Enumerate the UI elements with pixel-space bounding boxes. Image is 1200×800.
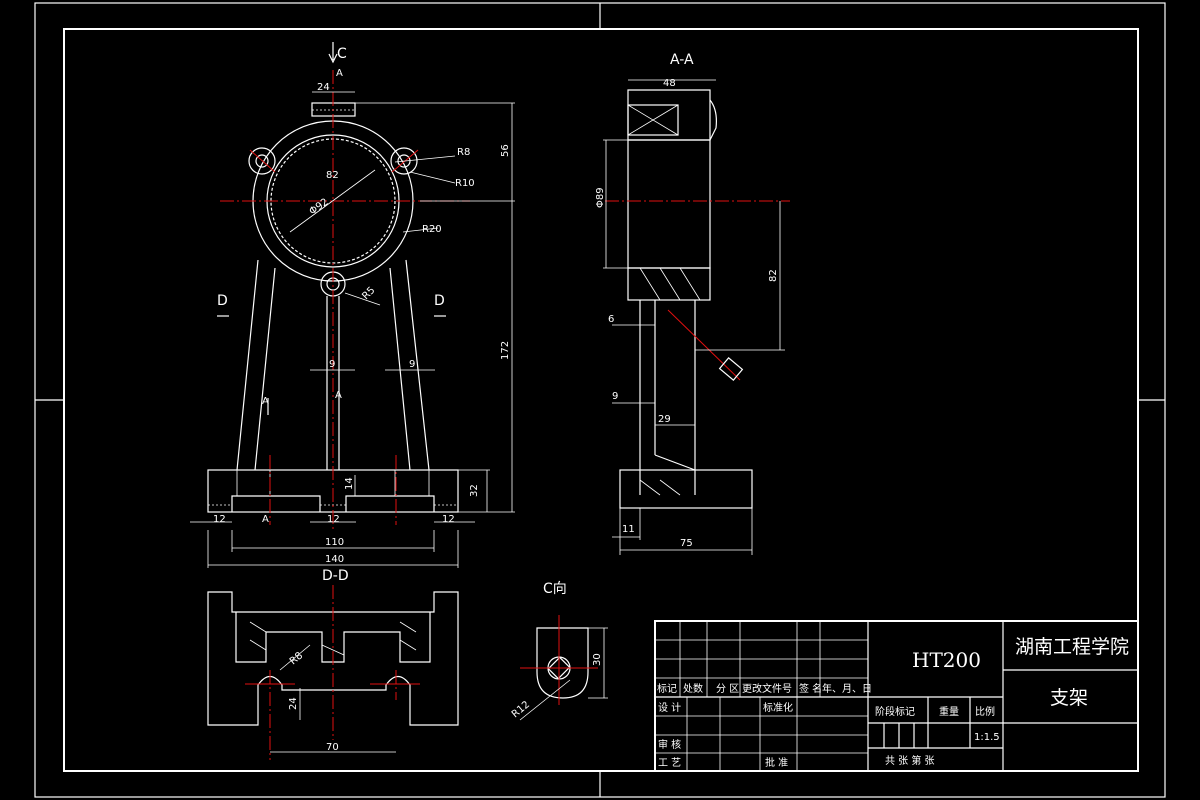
view-c-labels: C向 30 R12 <box>510 581 603 720</box>
tb-process: 工 艺 <box>658 757 681 769</box>
dim-dd-r8: R8 <box>288 650 305 667</box>
tb-row-label-5: 年、月、日 <box>822 682 872 695</box>
dim-rib-9-left: 9 <box>329 359 335 370</box>
section-a-top-label: A <box>336 68 343 79</box>
dim-height-56: 56 <box>500 144 511 157</box>
tb-stage-mark: 阶段标记 <box>875 705 915 718</box>
material-label: HT200 <box>912 648 981 672</box>
section-a-mid-label: A <box>335 390 342 401</box>
dim-r10: R10 <box>455 178 475 189</box>
view-c <box>519 615 608 721</box>
dim-aa-48: 48 <box>663 78 676 89</box>
dim-c-r12: R12 <box>510 699 532 720</box>
view-c-arrow-label: C <box>337 46 347 62</box>
title-block <box>654 620 1139 772</box>
school-name: 湖南工程学院 <box>1015 636 1129 658</box>
section-d-left-label: D <box>217 293 228 309</box>
section-aa-labels: A-A 48 Φ89 82 6 9 29 11 75 <box>595 52 779 549</box>
tb-scale-label: 比例 <box>975 705 995 718</box>
tb-weight: 重量 <box>939 705 959 718</box>
dim-r20: R20 <box>422 224 442 235</box>
dim-bore-phi92: Φ92 <box>307 197 330 218</box>
section-a-left-label: A <box>262 396 269 407</box>
section-dd-view <box>207 585 459 760</box>
dim-foot-12-left: 12 <box>213 514 226 525</box>
section-a-bottom-label: A <box>262 514 269 525</box>
front-view-labels: C A A A A D D 24 82 Φ92 R8 R10 R20 R5 56… <box>213 46 511 565</box>
drawing-frame <box>34 2 1166 798</box>
part-name: 支架 <box>1050 687 1088 709</box>
view-aa-title: A-A <box>670 52 694 68</box>
tb-approve: 批 准 <box>765 756 788 769</box>
section-d-right-label: D <box>434 293 445 309</box>
dim-slot-12: 12 <box>327 514 340 525</box>
view-dd-title: D-D <box>322 568 349 584</box>
tb-standardize: 标准化 <box>763 701 793 714</box>
dim-base-32: 32 <box>469 484 480 497</box>
dim-aa-9: 9 <box>612 391 618 402</box>
dim-aa-6: 6 <box>608 314 614 325</box>
dim-bore-82: 82 <box>326 170 339 181</box>
tb-design: 设 计 <box>658 701 681 714</box>
tb-row-label-4: 签 名 <box>799 682 822 695</box>
section-dd-labels: D-D R8 24 70 <box>288 568 349 753</box>
dim-base-14: 14 <box>344 477 355 490</box>
dim-aa-29: 29 <box>658 414 671 425</box>
dim-dd-24: 24 <box>288 697 299 710</box>
tb-row-label-3: 更改文件号 <box>742 682 792 695</box>
dim-aa-phi89: Φ89 <box>595 187 606 208</box>
view-c-title: C向 <box>543 581 567 597</box>
dim-dd-70: 70 <box>326 742 339 753</box>
title-block-text: HT200 湖南工程学院 支架 标记 处数 分 区 更改文件号 签 名 年、月、… <box>657 636 1129 769</box>
tb-row-label-1: 处数 <box>683 682 703 695</box>
dim-aa-11: 11 <box>622 524 635 535</box>
dim-c-30: 30 <box>592 653 603 666</box>
tb-row-label-0: 标记 <box>657 683 677 695</box>
dim-span-140: 140 <box>325 554 344 565</box>
dim-foot-12-right: 12 <box>442 514 455 525</box>
dim-span-110: 110 <box>325 537 344 548</box>
front-view <box>190 42 515 568</box>
tb-sheets: 共 张 第 张 <box>885 754 935 767</box>
dim-aa-82: 82 <box>768 269 779 282</box>
tb-scale-value: 1:1.5 <box>974 732 1000 743</box>
dim-top-boss-width: 24 <box>317 82 330 93</box>
section-aa-view <box>603 79 790 555</box>
dim-rib-9-right: 9 <box>409 359 415 370</box>
dim-aa-75: 75 <box>680 538 693 549</box>
tb-row-label-2: 分 区 <box>716 683 739 695</box>
dim-hole-r8: R8 <box>457 147 470 158</box>
tb-review: 审 核 <box>658 738 681 751</box>
dim-height-172: 172 <box>500 341 511 360</box>
